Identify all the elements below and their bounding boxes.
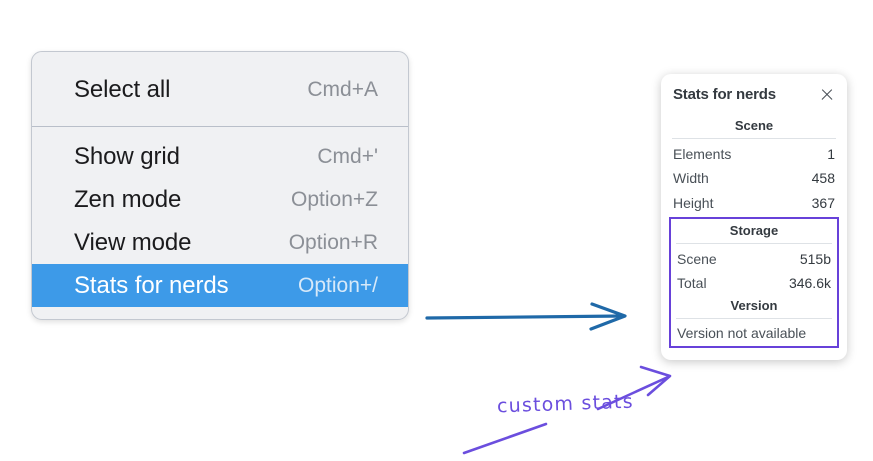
purple-underline-stroke: [462, 422, 548, 455]
menu-item-label: Show grid: [74, 142, 180, 170]
version-text: Version not available: [677, 325, 807, 342]
version-section-heading: Version: [730, 298, 778, 314]
menu-group-secondary: Show grid Cmd+' Zen mode Option+Z View m…: [32, 127, 408, 319]
scene-section-heading: Scene: [734, 118, 774, 133]
stats-for-nerds-panel: Stats for nerds Scene Elements 1 Width 4…: [661, 74, 847, 361]
stat-row: Elements 1: [671, 142, 837, 166]
close-icon[interactable]: [819, 87, 835, 103]
menu-item-shortcut: Option+Z: [291, 187, 378, 211]
menu-item-label: Zen mode: [74, 185, 182, 213]
stat-label: Total: [677, 275, 707, 292]
context-menu[interactable]: Select all Cmd+A Show grid Cmd+' Zen mod…: [31, 51, 409, 320]
menu-item-shortcut: Option+/: [298, 273, 378, 297]
menu-item-zen-mode[interactable]: Zen mode Option+Z: [32, 178, 408, 221]
blue-arrow: [425, 302, 627, 331]
stat-label: Width: [673, 170, 709, 187]
stat-label: Elements: [673, 146, 732, 162]
menu-item-shortcut: Cmd+': [317, 144, 378, 168]
menu-item-select-all[interactable]: Select all Cmd+A: [32, 68, 408, 111]
stat-value: 515b: [799, 250, 831, 267]
menu-item-label: Select all: [74, 75, 171, 103]
panel-header: Stats for nerds: [671, 84, 837, 103]
stat-value: 367: [811, 194, 835, 211]
menu-item-shortcut: Cmd+A: [307, 77, 378, 101]
panel-title: Stats for nerds: [673, 86, 776, 103]
stat-value: 346.6k: [788, 275, 831, 292]
menu-item-stats-for-nerds[interactable]: Stats for nerds Option+/: [32, 264, 408, 307]
stat-row: Scene 515b: [675, 247, 833, 271]
storage-section-heading: Storage: [729, 222, 779, 238]
menu-item-show-grid[interactable]: Show grid Cmd+': [32, 135, 408, 178]
stat-row: Height 367: [671, 191, 837, 215]
custom-stats-annotation-label: custom stats: [496, 390, 635, 418]
stat-row: Width 458: [671, 166, 837, 190]
stat-value: 458: [811, 170, 835, 187]
stat-label: Height: [673, 194, 714, 211]
menu-group-primary: Select all Cmd+A: [32, 52, 408, 126]
stat-row: Total 346.6k: [675, 271, 833, 295]
menu-item-view-mode[interactable]: View mode Option+R: [32, 221, 408, 264]
divider: [676, 318, 832, 320]
stat-label: Scene: [677, 250, 717, 267]
divider: [672, 138, 836, 139]
menu-item-label: View mode: [74, 228, 192, 256]
menu-item-label: Stats for nerds: [74, 271, 229, 299]
custom-stats-highlight-box: Storage Scene 515b Total 346.6k Version …: [669, 216, 839, 349]
scene-section: Scene Elements 1 Width 458 Height 367: [671, 115, 837, 215]
divider: [676, 242, 832, 244]
stat-value: 1: [827, 146, 835, 162]
menu-separator: [32, 126, 408, 127]
menu-item-shortcut: Option+R: [288, 230, 378, 254]
